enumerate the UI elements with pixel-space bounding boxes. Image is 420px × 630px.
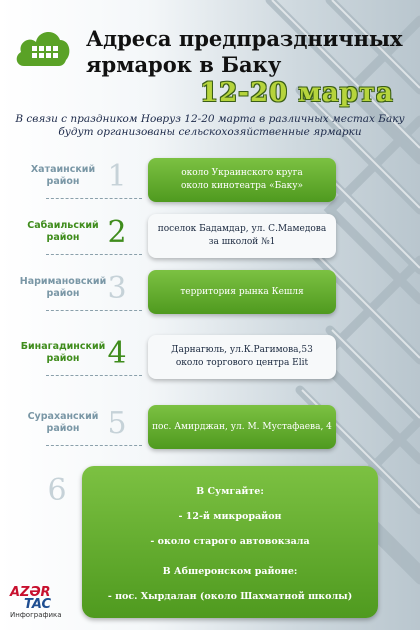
extra-locations-box: В Сумгайте: - 12-й микрорайон - около ст… (82, 466, 378, 618)
intro-line-2: будут организованы сельскохозяйственные … (58, 126, 362, 138)
extra-line-1: В Сумгайте: (196, 486, 264, 497)
district-line-2: район (46, 176, 80, 187)
address-line-2: за школой №1 (208, 237, 276, 247)
title-line-2: ярмарок в Баку (86, 52, 282, 77)
brand-az: AZƏR (10, 585, 51, 600)
date-range: 12-20 марта (200, 78, 394, 108)
dashed-connector (46, 198, 142, 199)
district-line-2: район (46, 288, 80, 299)
page-title: Адреса предпраздничных ярмарок в Баку (86, 26, 406, 78)
item-number-5: 5 (107, 406, 127, 441)
district-line-2: район (46, 423, 80, 434)
district-line-2: район (46, 353, 80, 364)
intro-text: В связи с праздником Новруз 12-20 марта … (14, 113, 406, 139)
address-line-1: Дарнагюль, ул.К.Рагимова,53 (171, 345, 313, 355)
address-line-1: территория рынка Кешля (180, 286, 304, 297)
address-box-3: территория рынка Кешля (148, 270, 336, 314)
address-line-1: около Украинского круга (181, 168, 303, 178)
dashed-connector (46, 254, 142, 255)
item-number-1: 1 (107, 159, 127, 194)
address-line-1: поселок Бадамдар, ул. С.Мамедова (157, 224, 327, 234)
brand-subtitle: Инфографика (10, 611, 62, 619)
dashed-connector (46, 310, 142, 311)
item-number-2: 2 (107, 215, 127, 250)
brand-tac: TAC (24, 597, 52, 612)
azertac-logo: AZƏR TAC Инфографика (10, 586, 80, 620)
dashed-connector (46, 375, 142, 376)
item-number-6: 6 (47, 473, 67, 508)
cloud-calendar-icon (16, 31, 70, 66)
extra-line-3: - около старого автовокзала (150, 536, 310, 547)
address-box-4: Дарнагюль, ул.К.Рагимова,53 около торгово… (148, 335, 336, 379)
district-line-1: Сураханский (27, 411, 99, 422)
address-box-2: поселок Бадамдар, ул. С.Мамедова за школо… (148, 214, 336, 258)
address-line-2: около кинотеатра «Баку» (180, 181, 304, 191)
intro-line-1: В связи с праздником Новруз 12-20 марта … (15, 113, 405, 125)
extra-line-4: В Абшеронском районе: (162, 566, 298, 577)
dashed-connector (46, 445, 142, 446)
item-number-3: 3 (107, 271, 127, 306)
district-line-1: Наримановский (19, 276, 107, 287)
district-line-1: Бинагадинский (20, 341, 106, 352)
address-line-2: около торгового центра Elit (175, 358, 309, 368)
district-line-1: Хатаинский (30, 164, 96, 175)
district-line-1: Сабаильский (27, 220, 99, 231)
title-line-1: Адреса предпраздничных (86, 26, 403, 51)
extra-line-5: - пос. Хырдалан (около Шахматной школы) (107, 591, 353, 602)
item-number-4: 4 (107, 336, 127, 371)
address-box-5: пос. Амирджан, ул. М. Мустафаева, 4 (148, 405, 336, 449)
address-line-1: пос. Амирджан, ул. М. Мустафаева, 4 (152, 421, 332, 432)
address-box-1: около Украинского круга около кинотеатра … (148, 158, 336, 202)
district-line-2: район (46, 232, 80, 243)
extra-line-2: - 12-й микрорайон (178, 511, 282, 522)
